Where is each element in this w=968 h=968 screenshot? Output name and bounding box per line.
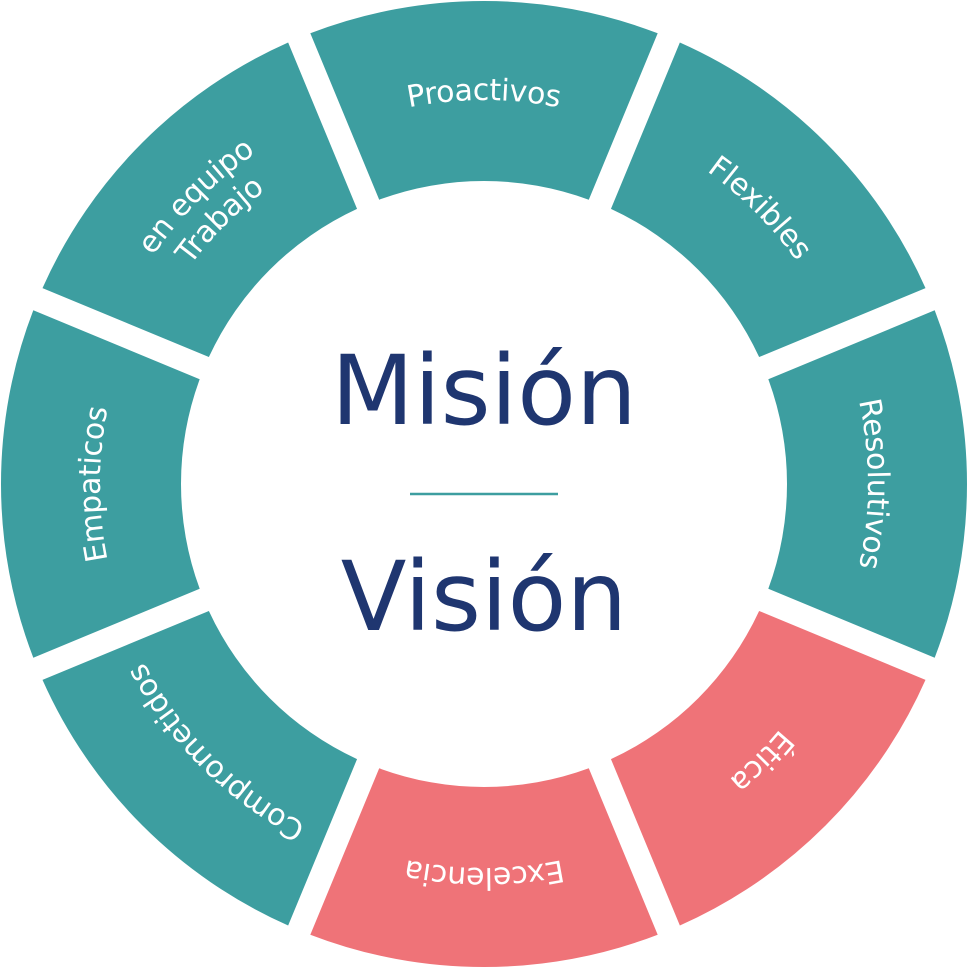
mission-title: Misión xyxy=(331,335,637,447)
segment-excelencia xyxy=(310,768,658,968)
center-layer: Misión Visión xyxy=(331,335,637,653)
segment-flexibles xyxy=(610,42,926,358)
segment-trabajo-en-equipo xyxy=(42,42,358,358)
segment-empaticos xyxy=(0,310,200,658)
segment-ética xyxy=(610,610,926,926)
vision-title: Visión xyxy=(341,541,628,653)
segment-resolutivos xyxy=(768,310,968,658)
segment-proactivos xyxy=(310,0,658,200)
segment-comprometidos xyxy=(42,610,358,926)
